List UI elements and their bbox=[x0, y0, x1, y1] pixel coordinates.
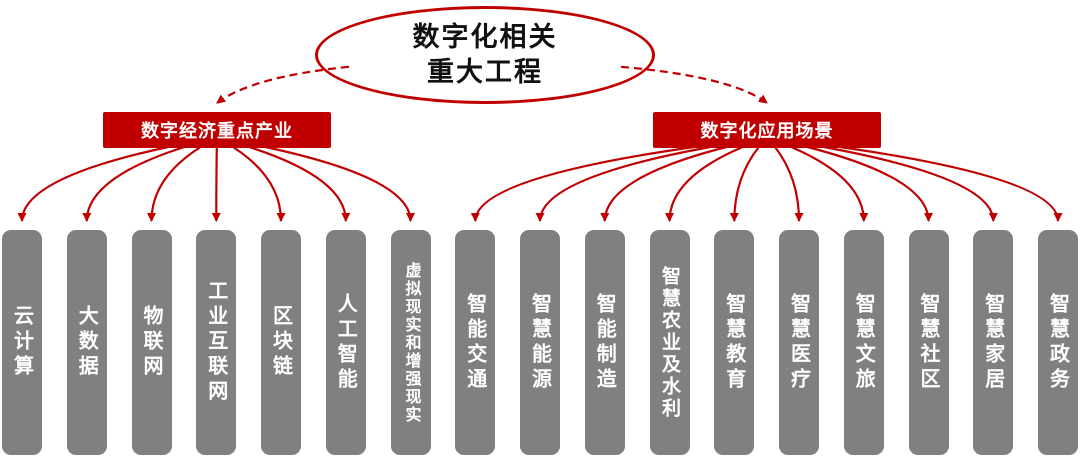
connector-arrow bbox=[600, 145, 727, 222]
node-smart-manufacturing: 智能制造 bbox=[584, 230, 625, 455]
connector-arrow bbox=[211, 146, 221, 222]
node-label: 工业互联网 bbox=[204, 280, 227, 405]
node-label: 智慧教育 bbox=[722, 292, 745, 393]
node-label: 智能交通 bbox=[463, 292, 486, 393]
node-smart-agriculture-water: 智慧农业及水利 bbox=[649, 230, 690, 455]
node-iot: 物联网 bbox=[131, 230, 172, 455]
node-smart-healthcare: 智慧医疗 bbox=[779, 230, 819, 455]
connector-arrow bbox=[147, 146, 202, 222]
connector-arrow bbox=[470, 145, 695, 222]
connector-arrow bbox=[729, 146, 760, 222]
connector-arrow bbox=[82, 145, 185, 222]
connector-arrow bbox=[265, 145, 415, 222]
node-industrial-internet: 工业互联网 bbox=[196, 230, 237, 455]
connector-arrow bbox=[839, 145, 1063, 222]
node-smart-home: 智慧家居 bbox=[973, 230, 1014, 455]
connector-arrow bbox=[823, 145, 998, 222]
connector-arrow bbox=[774, 146, 804, 222]
node-smart-community: 智慧社区 bbox=[908, 230, 949, 455]
node-label: 智慧农业及水利 bbox=[659, 265, 680, 420]
connector-arrow bbox=[790, 145, 869, 222]
node-label: 智慧能源 bbox=[528, 292, 551, 393]
node-label: 智能制造 bbox=[593, 292, 616, 393]
node-label: 智慧医疗 bbox=[787, 292, 810, 393]
node-label: 虚拟现实和增强现实 bbox=[402, 261, 420, 424]
node-smart-government: 智慧政务 bbox=[1038, 230, 1078, 455]
node-blockchain: 区块链 bbox=[261, 230, 301, 455]
node-label: 大数据 bbox=[75, 305, 98, 380]
node-label: 智慧家居 bbox=[981, 292, 1004, 393]
root-node: 数字化相关 重大工程 bbox=[315, 6, 655, 104]
node-ai: 人工智能 bbox=[325, 230, 366, 455]
root-title-line2: 重大工程 bbox=[427, 57, 543, 87]
node-smart-transport: 智能交通 bbox=[455, 230, 496, 455]
node-label: 物联网 bbox=[140, 305, 162, 380]
leaf-nodes-row: 云计算 大数据 物联网 工业互联网 区块链 人工智能 虚拟现实和增强现实 智能交… bbox=[2, 230, 1078, 455]
root-title-line1: 数字化相关 bbox=[412, 22, 558, 53]
node-cloud-computing: 云计算 bbox=[2, 230, 42, 455]
connector-arrow bbox=[535, 145, 711, 222]
branch-digital-application-scenarios: 数字化应用场景 bbox=[653, 112, 881, 148]
connector-arrow bbox=[665, 145, 744, 222]
node-label: 智慧社区 bbox=[917, 292, 939, 393]
node-label: 智慧文旅 bbox=[852, 292, 875, 393]
node-smart-culture-tourism: 智慧文旅 bbox=[843, 230, 884, 455]
node-vr-ar: 虚拟现实和增强现实 bbox=[390, 230, 431, 455]
node-big-data: 大数据 bbox=[66, 230, 107, 455]
node-smart-energy: 智慧能源 bbox=[520, 230, 560, 455]
node-smart-education: 智慧教育 bbox=[714, 230, 755, 455]
node-label: 区块链 bbox=[269, 305, 292, 380]
node-label: 人工智能 bbox=[334, 292, 357, 393]
connector-arrow bbox=[17, 145, 169, 222]
connector-arrow bbox=[232, 146, 286, 222]
connector-arrow bbox=[248, 145, 351, 222]
connector-arrow bbox=[807, 145, 933, 222]
node-label: 云计算 bbox=[10, 305, 33, 380]
node-label: 智慧政务 bbox=[1046, 292, 1069, 393]
branch-digital-economy-industries: 数字经济重点产业 bbox=[103, 112, 331, 148]
